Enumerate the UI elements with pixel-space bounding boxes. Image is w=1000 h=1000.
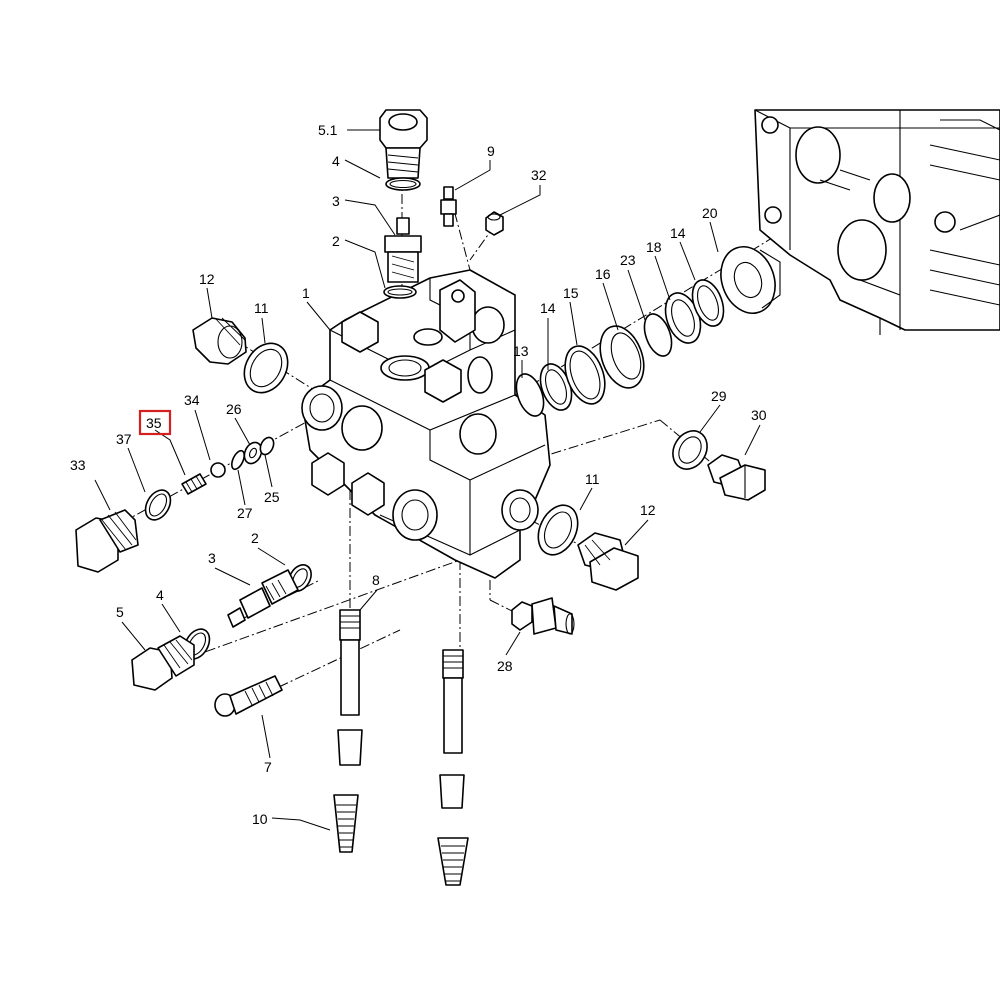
leader-lines [94,129,761,831]
part-26-washer [243,441,263,465]
callout-3-top: 3 [332,193,340,209]
part-7-screw [214,675,283,717]
callout-26: 26 [226,401,242,417]
callout-7: 7 [264,759,272,775]
callout-10: 10 [252,811,268,827]
part-23-ring [643,313,673,357]
adjacent-valve-housing [754,109,1000,335]
callout-29: 29 [711,388,727,404]
callout-4-top: 4 [332,153,340,169]
callout-2-left: 2 [251,530,259,546]
part-34-ball [210,462,226,478]
part-5-left-plug [131,635,195,691]
part-35-spring [181,473,207,495]
part-12-top-plug [192,317,247,365]
callout-4-left: 4 [156,587,164,603]
part-8-pin-right [439,649,465,809]
part-11-top-seal [243,342,289,394]
part-15-ring [564,345,606,405]
callout-8: 8 [372,572,380,588]
callout-15: 15 [563,285,579,301]
callout-1: 1 [302,285,310,301]
part-28-sensor [511,597,575,635]
callout-30: 30 [751,407,767,423]
callout-18: 18 [646,239,662,255]
callout-32: 32 [531,167,547,183]
callout-12-top: 12 [199,271,215,287]
part-14-right-ring [691,279,725,327]
part-5-1-top-plug [379,109,428,179]
callout-23: 23 [620,252,636,268]
callout-37: 37 [116,431,132,447]
part-4-top-oring [385,177,421,191]
callout-12-right: 12 [640,502,656,518]
part-10-boot-right [437,837,469,886]
part-30-plug [707,454,766,501]
callout-13: 13 [513,343,529,359]
callout-14-right: 14 [670,225,686,241]
callout-11-right: 11 [585,471,600,487]
callout-9: 9 [487,143,495,159]
part-3-top-cartridge [384,217,422,283]
callout-3-left: 3 [208,550,216,566]
part-16-seal [599,325,645,389]
highlight-box-35 [138,409,172,436]
part-12-right-plug [577,532,639,591]
callout-20: 20 [702,205,718,221]
callout-25: 25 [264,489,280,505]
part-29-seal [672,430,708,470]
callout-5-left: 5 [116,604,124,620]
part-37-oring [144,489,172,521]
part-3-left-cartridge [227,569,299,628]
part-33-plug [75,509,139,573]
part-20-cover [720,246,781,314]
callout-labels: 5.1 4 3 2 9 32 20 14 18 23 16 15 14 13 1… [70,122,767,827]
callout-5-1: 5.1 [318,122,338,138]
callout-2-top: 2 [332,233,340,249]
callout-11-top: 11 [254,300,269,316]
part-18-spacer [664,292,702,344]
part-25-ring [259,436,275,456]
part-32-nipple [485,211,504,236]
callout-14-left: 14 [540,300,556,316]
callout-27: 27 [237,505,253,521]
callout-33: 33 [70,457,86,473]
callout-35: 35 [146,415,162,431]
valve-body-part-1 [301,269,551,579]
part-10-boot-left [333,794,359,853]
part-11-right-seal [537,504,579,556]
part-9-fitting [440,186,457,227]
part-2-top-oring [383,285,417,299]
part-8-pin-left [337,609,363,766]
callout-34: 34 [184,392,200,408]
callout-16: 16 [595,266,611,282]
part-27-clip [231,449,245,471]
callout-28: 28 [497,658,513,674]
